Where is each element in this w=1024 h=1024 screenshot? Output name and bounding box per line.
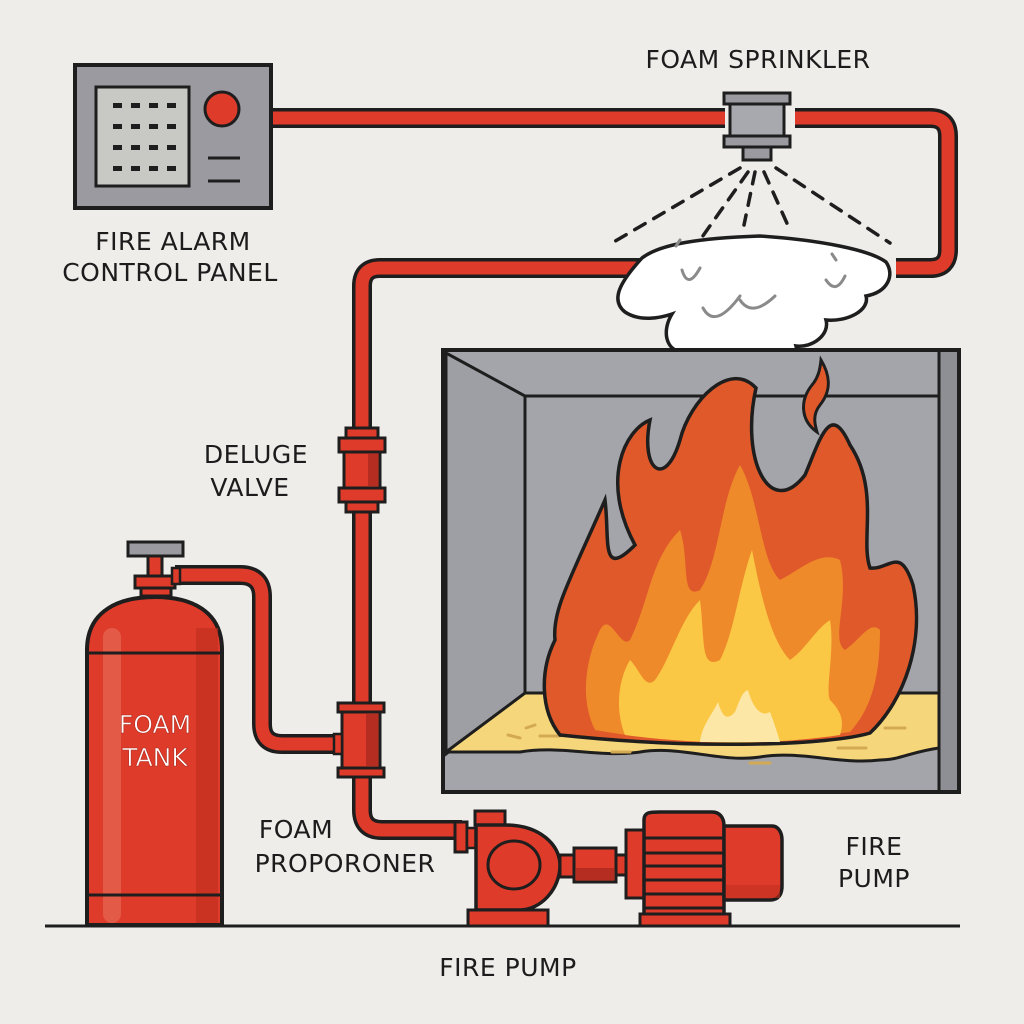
label-fire-pump-bottom: FIRE PUMP <box>439 953 576 982</box>
label-proportioner-line1: FOAM <box>259 815 333 844</box>
foam-sprinkler[interactable] <box>722 91 792 162</box>
label-deluge-line2: VALVE <box>210 473 289 502</box>
foam-tank[interactable] <box>85 540 224 927</box>
flame-icon <box>542 355 919 747</box>
label-fire-alarm-line1: FIRE ALARM <box>95 227 251 256</box>
fire-alarm-control-panel[interactable] <box>73 63 273 210</box>
label-foam-tank-line1: FOAM <box>119 710 191 739</box>
label-proportioner-line2: PROPORONER <box>255 849 436 878</box>
keypad-buttons-icon <box>113 103 176 171</box>
label-foam-tank-line2: TANK <box>121 743 188 772</box>
label-foam-sprinkler: FOAM SPRINKLER <box>645 45 870 74</box>
electric-motor-icon[interactable] <box>624 810 784 928</box>
label-fire-pump-right-line1: FIRE <box>846 832 903 861</box>
fire-pump[interactable] <box>453 809 628 928</box>
deluge-valve[interactable] <box>337 426 387 514</box>
label-fire-alarm-line2: CONTROL PANEL <box>62 258 278 287</box>
alarm-indicator-icon <box>203 90 241 128</box>
label-fire-pump-right-line2: PUMP <box>838 864 910 893</box>
pipe-network <box>175 108 958 840</box>
foam-proportioner[interactable] <box>332 701 386 779</box>
foam-spray-lines <box>610 166 892 245</box>
label-deluge-line1: DELUGE <box>204 440 308 469</box>
tank-valve-handle-icon <box>126 540 185 558</box>
panel-keypad <box>94 85 191 188</box>
